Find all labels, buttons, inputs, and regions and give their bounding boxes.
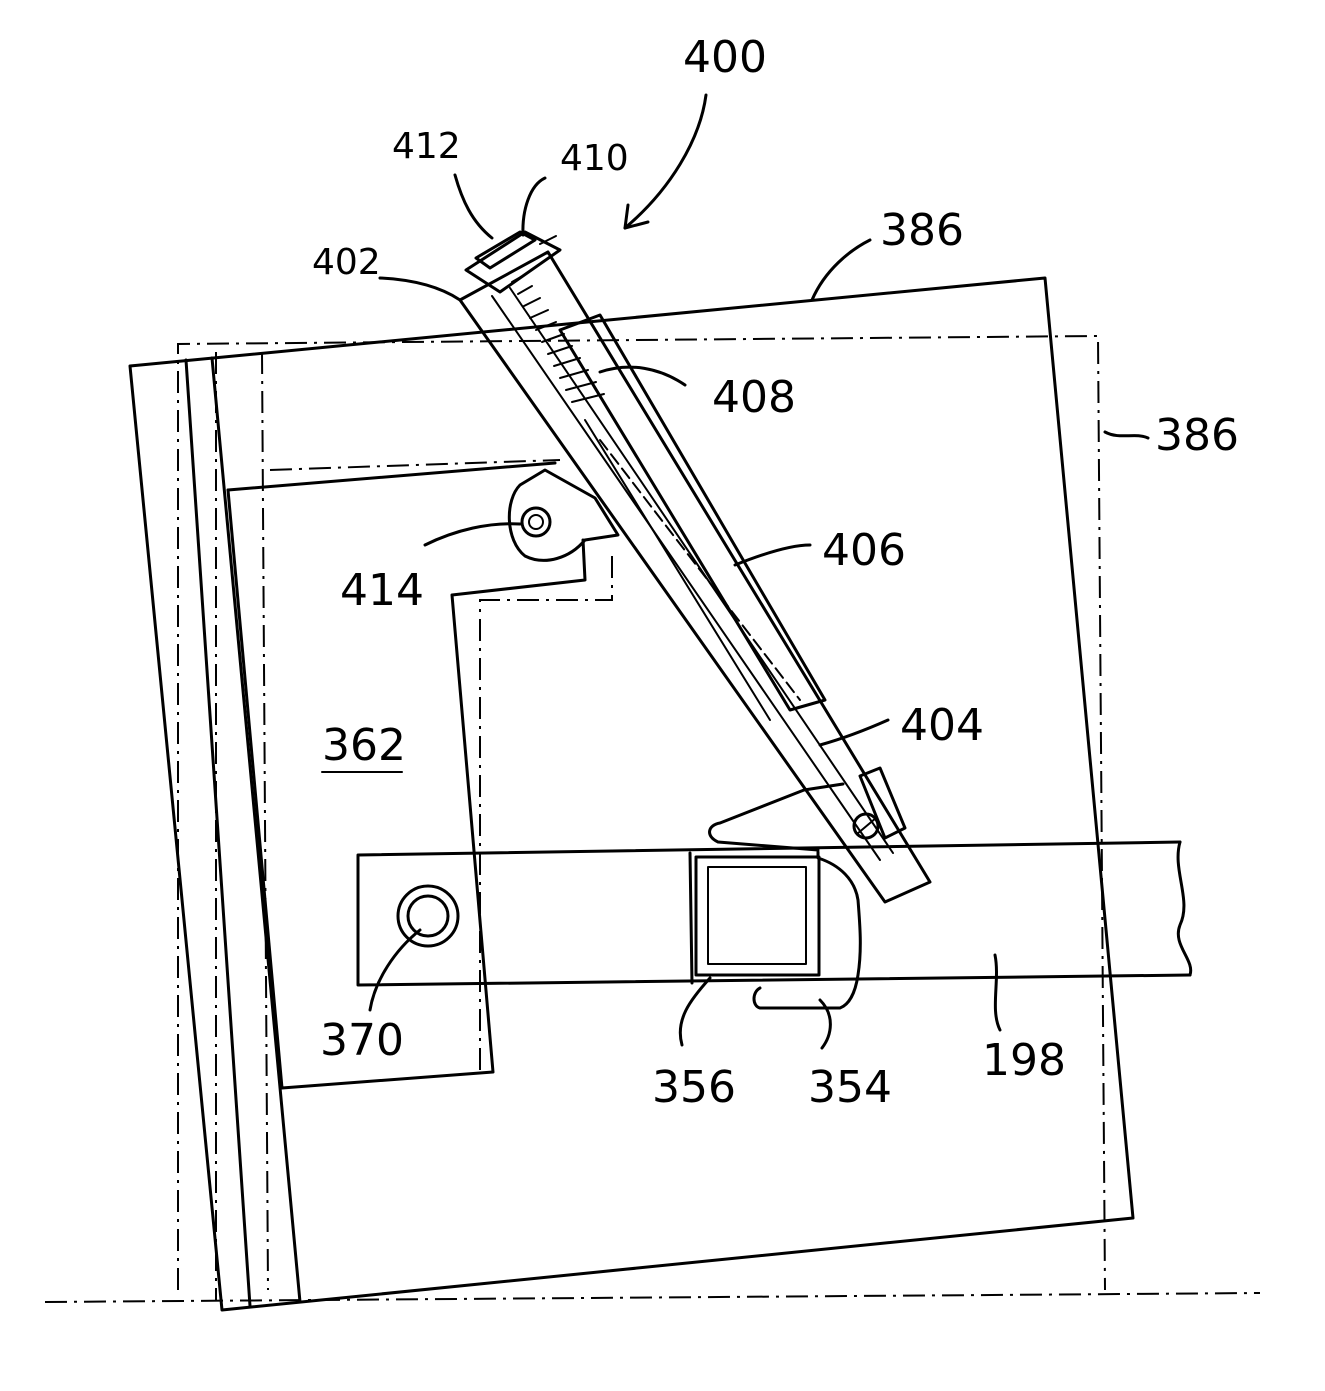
label-354: 354 bbox=[808, 1062, 892, 1113]
square-356 bbox=[696, 857, 819, 975]
callout-414: 414 bbox=[340, 524, 520, 616]
label-410: 410 bbox=[560, 138, 629, 179]
label-404: 404 bbox=[900, 700, 984, 751]
spring-408 bbox=[512, 274, 604, 402]
label-370: 370 bbox=[320, 1015, 404, 1066]
callout-386-top: 386 bbox=[812, 205, 964, 300]
label-356: 356 bbox=[652, 1062, 736, 1113]
label-400: 400 bbox=[683, 32, 767, 83]
callout-406: 406 bbox=[735, 525, 906, 576]
label-412: 412 bbox=[392, 126, 461, 167]
callout-354: 354 bbox=[808, 1000, 892, 1113]
bracket-362 bbox=[228, 463, 585, 1088]
hole-370 bbox=[398, 886, 458, 946]
label-386-right: 386 bbox=[1155, 410, 1239, 461]
callout-362: 362 bbox=[322, 720, 406, 772]
callout-412: 412 bbox=[392, 126, 492, 238]
label-414: 414 bbox=[340, 565, 424, 616]
callout-408: 408 bbox=[600, 367, 796, 423]
label-408: 408 bbox=[712, 372, 796, 423]
callout-402: 402 bbox=[312, 242, 460, 300]
callout-198: 198 bbox=[982, 955, 1066, 1086]
callout-370: 370 bbox=[320, 930, 420, 1066]
callout-410: 410 bbox=[523, 138, 629, 235]
label-198: 198 bbox=[982, 1035, 1066, 1086]
label-406: 406 bbox=[822, 525, 906, 576]
label-402: 402 bbox=[312, 242, 381, 283]
label-386-top: 386 bbox=[880, 205, 964, 256]
panel-386 bbox=[130, 278, 1133, 1310]
callout-400: 400 bbox=[625, 32, 767, 228]
ground-centerline bbox=[45, 1293, 1260, 1302]
callout-386-right: 386 bbox=[1105, 410, 1239, 461]
callout-356: 356 bbox=[652, 978, 736, 1113]
label-362: 362 bbox=[322, 720, 406, 771]
